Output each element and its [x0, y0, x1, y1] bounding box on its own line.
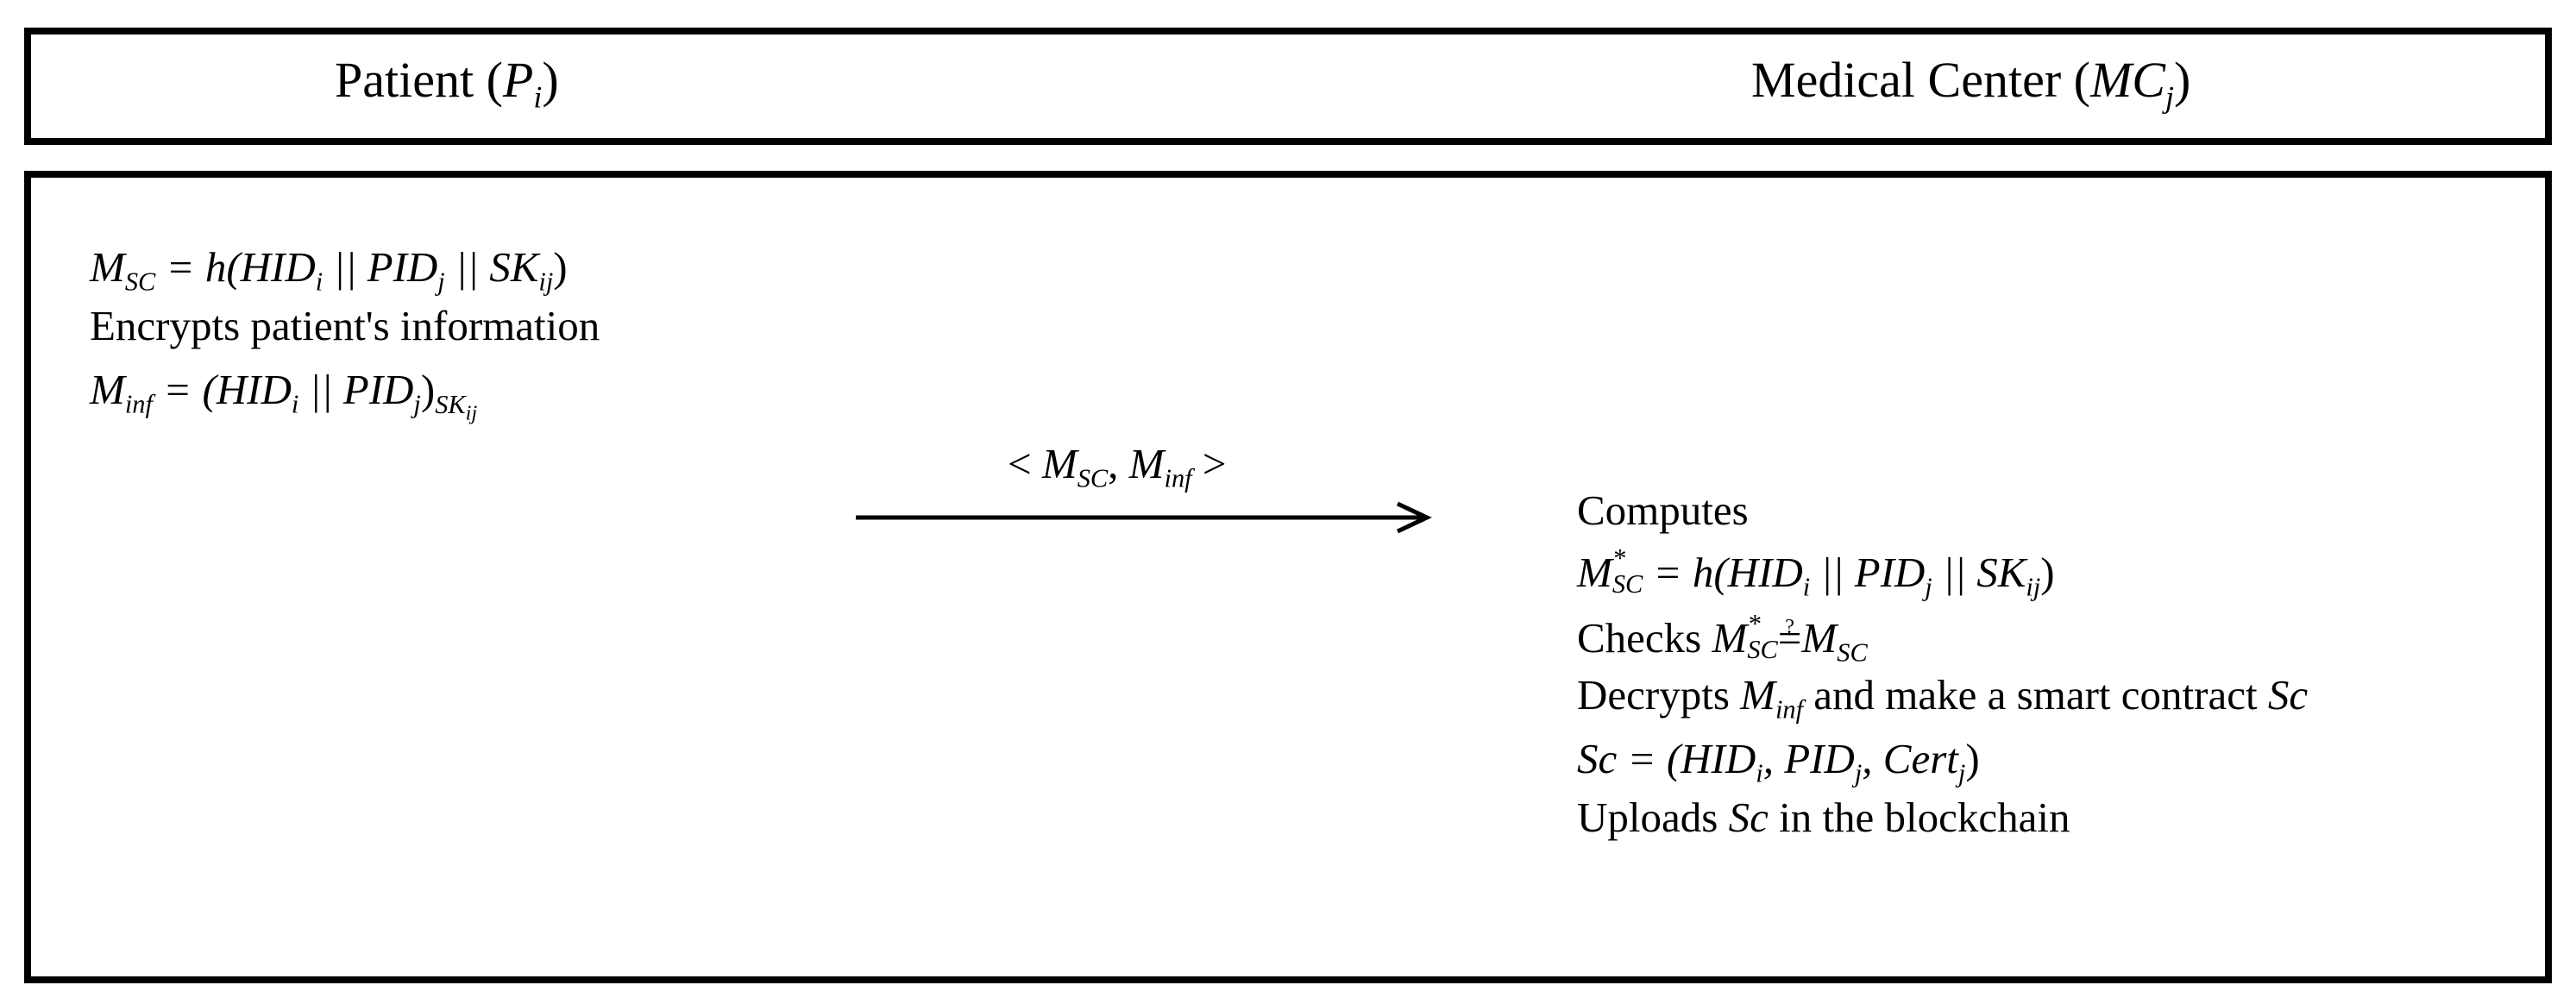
center-decrypt-line: Decrypts Minf and make a smart contract … — [1577, 671, 2309, 725]
center-msc-star-formula: M*SC = h(HIDi || PIDj || SKij) — [1577, 543, 2055, 602]
patient-header-label: Patient ( — [335, 52, 503, 108]
medical-center-header-label: Medical Center ( — [1751, 52, 2090, 108]
center-upload-line: Uploads Sc in the blockchain — [1577, 794, 2070, 841]
medical-center-index: j — [2164, 79, 2174, 115]
patient-msc-formula: MSC = h(HIDi || PIDj || SKij) — [90, 243, 568, 297]
protocol-body-box — [24, 171, 2552, 983]
message-arrow — [856, 501, 1432, 534]
question-equals-symbol: ?= — [1777, 614, 1802, 662]
header-box — [24, 28, 2552, 145]
center-computes-text: Computes — [1577, 486, 1749, 534]
center-sc-formula: Sc = (HIDi, PIDj, Certj) — [1577, 735, 1980, 788]
patient-index: i — [533, 79, 543, 115]
patient-header-close: ) — [542, 52, 559, 108]
medical-center-header: Medical Center (MCj) — [1751, 50, 2191, 113]
patient-minf-formula: Minf = (HIDi || PIDj)SKij — [90, 366, 478, 424]
medical-center-symbol: MC — [2089, 52, 2165, 108]
medical-center-header-close: ) — [2173, 52, 2191, 108]
center-check-line: Checks M*SC?=MSC — [1577, 609, 1868, 668]
patient-symbol: P — [502, 52, 534, 108]
patient-encrypt-text: Encrypts patient's information — [90, 302, 600, 349]
patient-header: Patient (Pi) — [335, 50, 559, 113]
message-label: < MSC, Minf > — [1008, 440, 1227, 493]
